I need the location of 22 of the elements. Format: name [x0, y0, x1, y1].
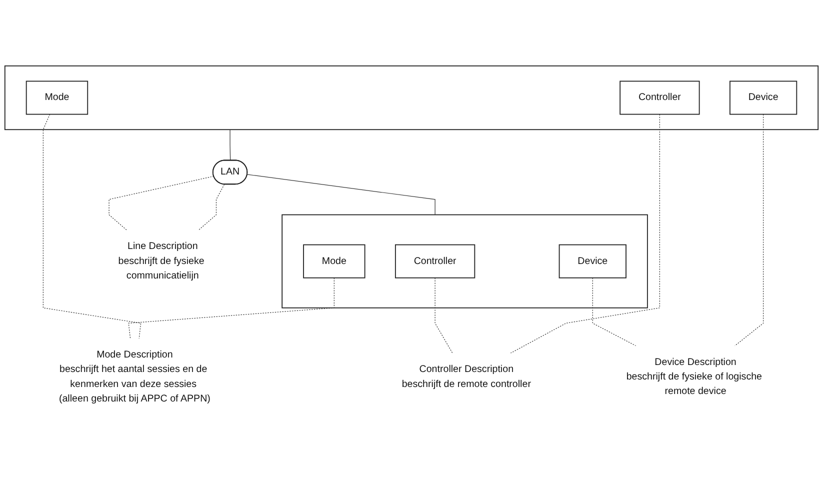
- node-text: Line Description beschrijft de fysieke communicatielijn: [118, 240, 204, 281]
- connector: [592, 277, 636, 346]
- cluster: [4, 65, 819, 130]
- node-box: Device: [558, 244, 626, 278]
- connector: [198, 184, 225, 230]
- node-box: Controller: [394, 244, 476, 278]
- node-box: Mode: [26, 80, 88, 114]
- node-text: Mode Description beschrijft het aantal sessies en de kenmerken van deze sessies (alleen gebruikt bij APPC of APPN): [58, 349, 210, 404]
- cluster: [282, 214, 648, 308]
- connector: [734, 114, 764, 346]
- node-box: Controller: [620, 80, 700, 114]
- connector: [246, 174, 436, 215]
- node-box: Mode: [303, 244, 366, 278]
- node-text: Controller Description beschrijft de remote controller: [402, 364, 531, 390]
- connector: [230, 129, 231, 161]
- connector: [42, 114, 142, 338]
- connector: [434, 277, 453, 354]
- node-text: Device Description beschrijft de fysieke of logische remote device: [626, 356, 762, 396]
- connector: [128, 277, 334, 338]
- connector: [510, 114, 660, 354]
- connector: [108, 176, 214, 230]
- node-box: Device: [729, 80, 798, 114]
